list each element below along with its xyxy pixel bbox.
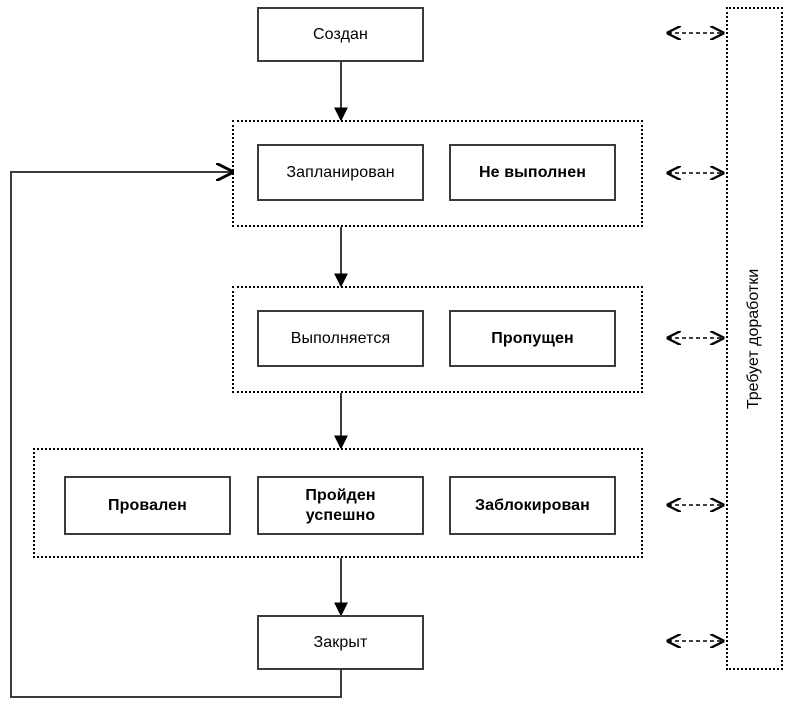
state-running[interactable]: Выполняется	[257, 310, 424, 367]
state-not-done[interactable]: Не выполнен	[449, 144, 616, 201]
rework-group[interactable]: Требует доработки	[726, 7, 783, 670]
state-created[interactable]: Создан	[257, 7, 424, 62]
state-blocked[interactable]: Заблокирован	[449, 476, 616, 535]
group-planned	[232, 120, 643, 227]
state-closed[interactable]: Закрыт	[257, 615, 424, 670]
rework-label: Требует доработки	[745, 268, 763, 409]
group-result	[33, 448, 643, 558]
state-planned[interactable]: Запланирован	[257, 144, 424, 201]
group-running	[232, 286, 643, 393]
rework-label-wrapper: Требует доработки	[728, 9, 781, 668]
state-failed[interactable]: Провален	[64, 476, 231, 535]
state-skipped[interactable]: Пропущен	[449, 310, 616, 367]
state-passed[interactable]: Пройден успешно	[257, 476, 424, 535]
